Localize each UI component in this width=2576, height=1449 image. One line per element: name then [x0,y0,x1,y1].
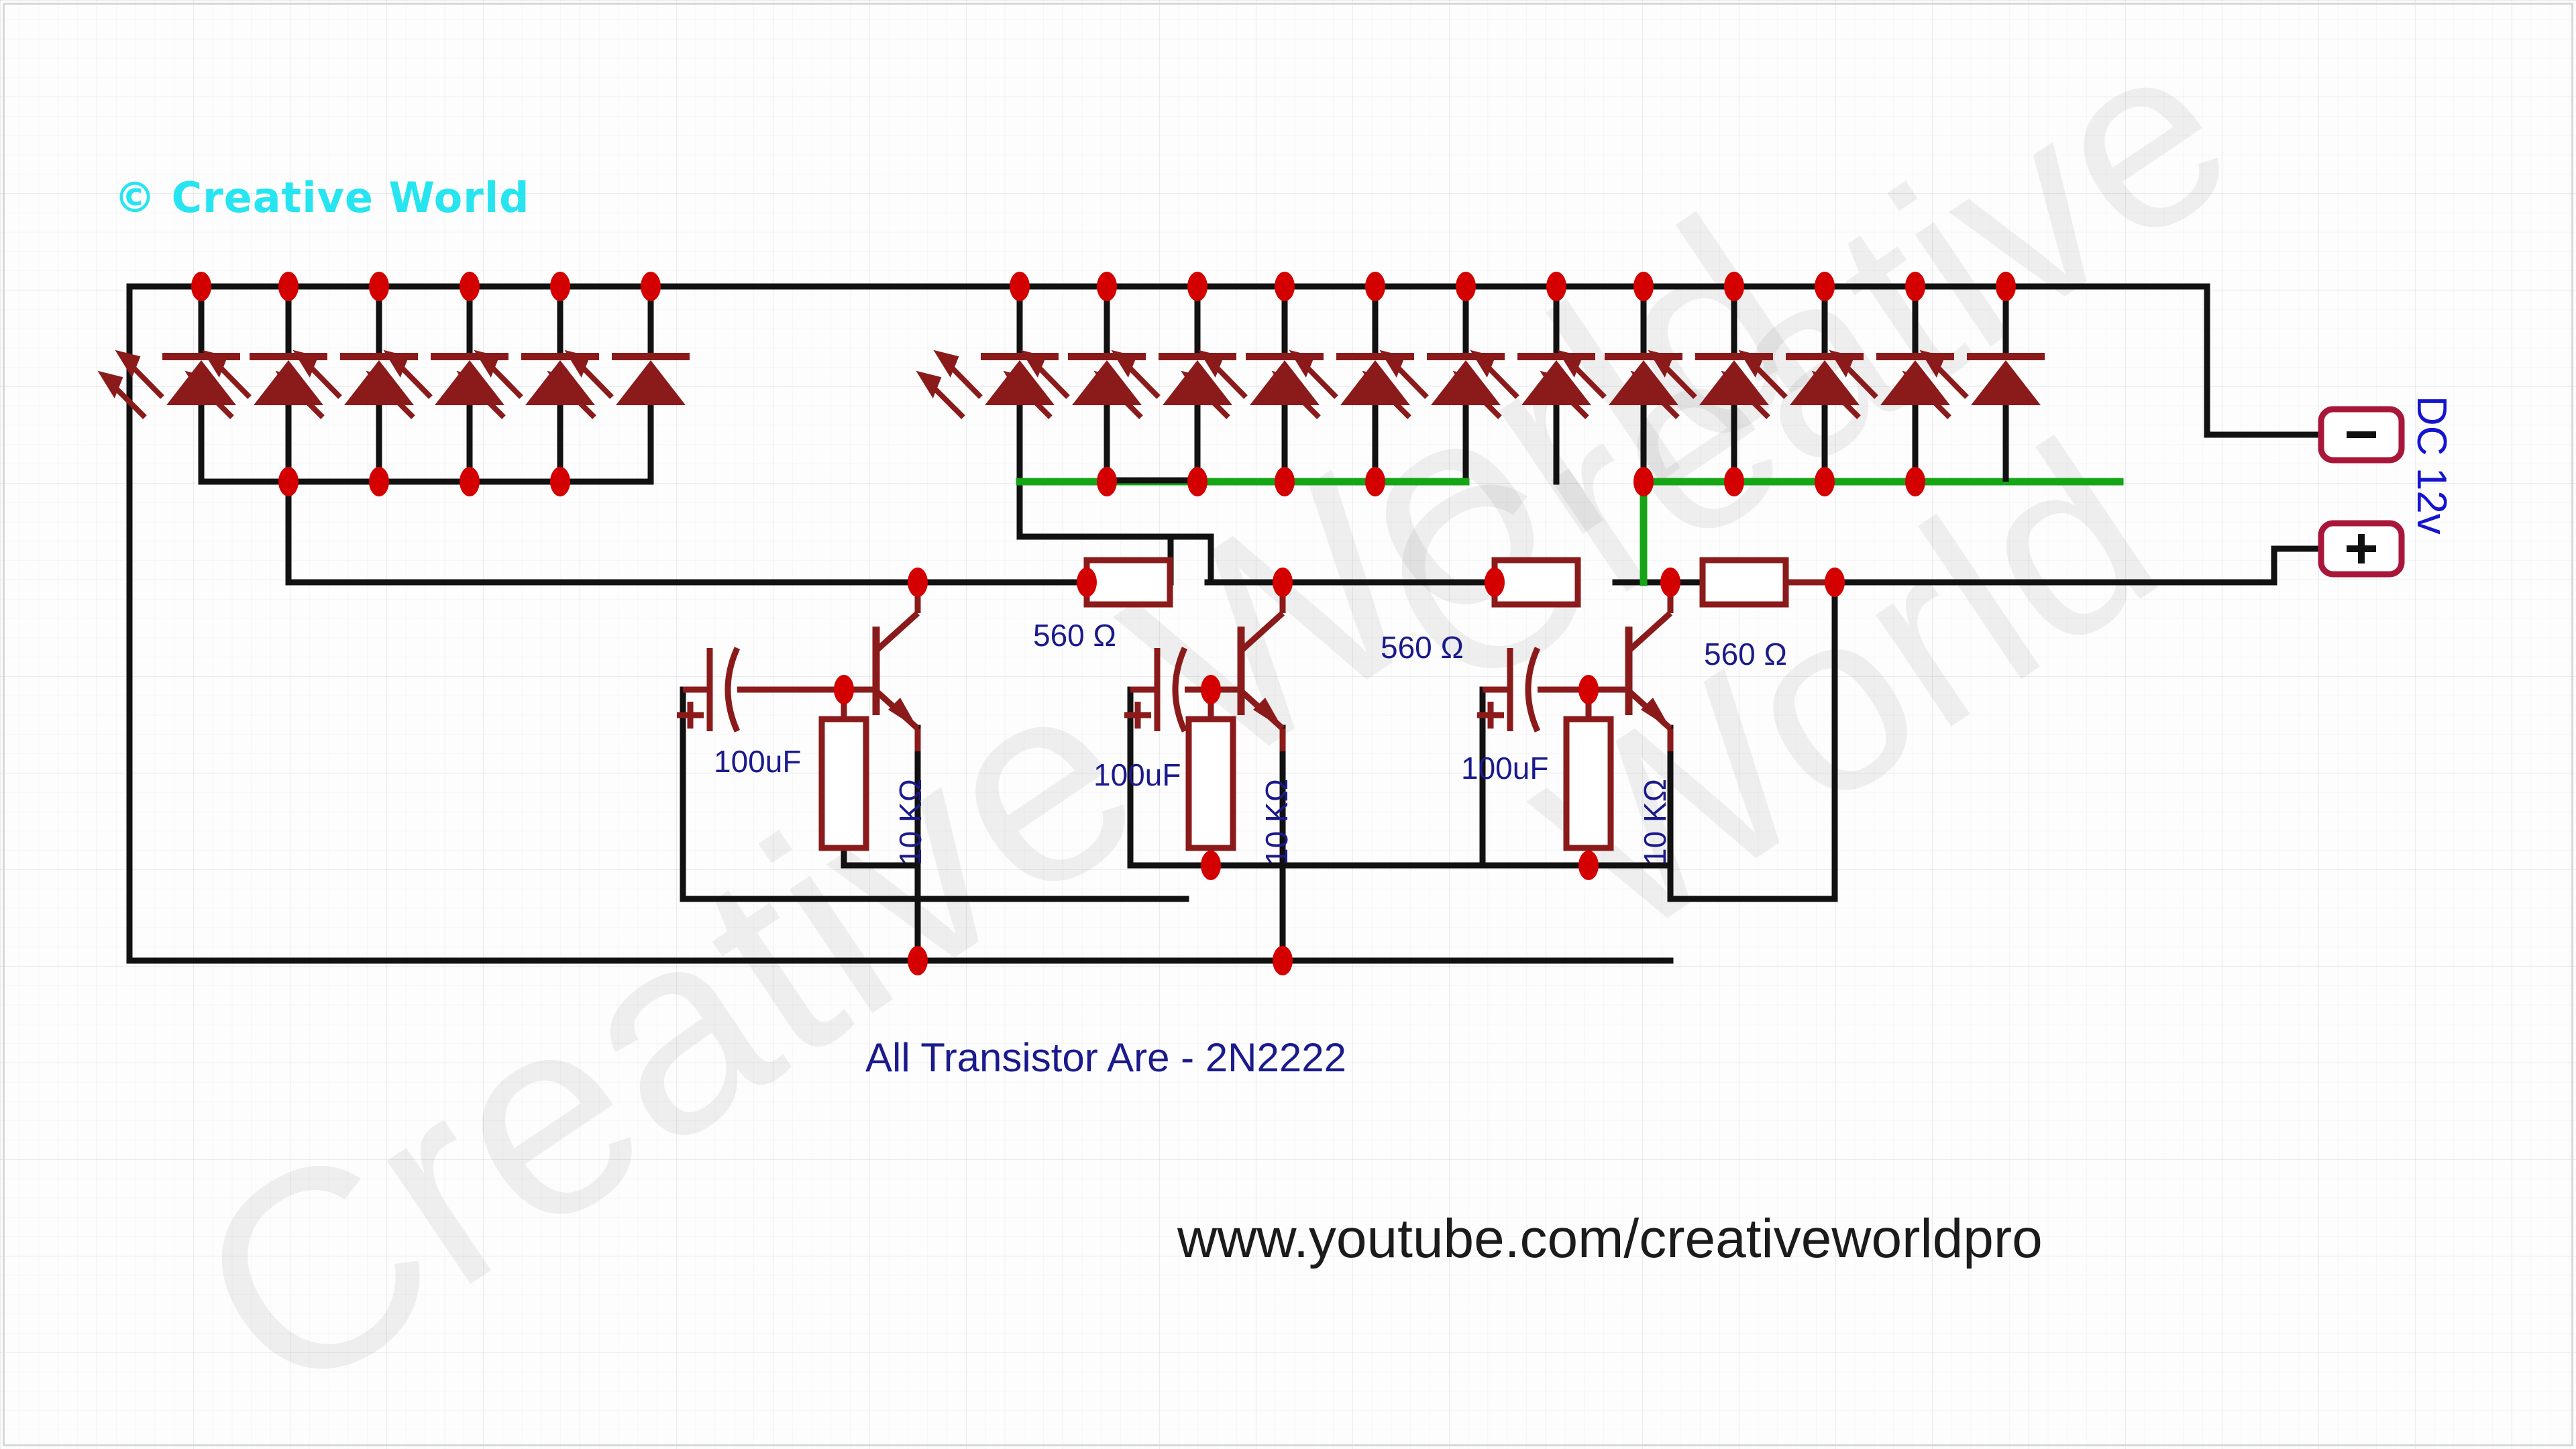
label-resistor-560-3: 560 Ω [1704,637,1787,672]
copyright-symbol: © [114,173,156,222]
channel-url: www.youtube.com/creativeworldpro [1177,1208,2043,1269]
label-resistor-10k-3: 10 KΩ [1638,778,1672,865]
transistor-note: All Transistor Are - 2N2222 [865,1035,1346,1080]
creative-world-logo: © Creative World [114,173,529,222]
label-capacitor-3: 100uF [1461,751,1549,786]
label-resistor-560-2: 560 Ω [1381,630,1464,665]
led-bank-right [922,353,2045,417]
label-resistor-560-1: 560 Ω [1033,618,1116,653]
label-resistor-10k-1: 10 KΩ [893,778,928,865]
power-terminal-negative [2318,406,2405,464]
label-resistor-10k-2: 10 KΩ [1259,778,1294,865]
logo-text: Creative World [171,173,530,222]
transistor-group [876,613,1670,729]
label-capacitor-1: 100uF [714,744,802,779]
label-dc-supply: DC 12v [2408,396,2455,535]
led-bank-left [103,353,690,417]
label-capacitor-2: 100uF [1093,757,1181,792]
power-terminal-positive [2318,520,2405,578]
